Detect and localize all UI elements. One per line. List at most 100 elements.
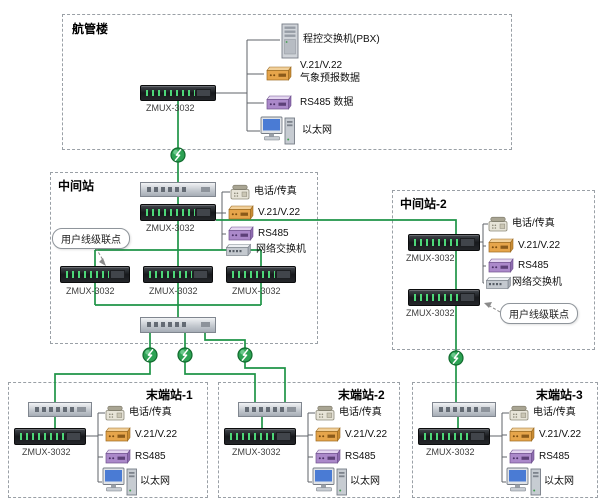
hq-rs485-label: RS485 数据 xyxy=(300,97,354,108)
end2-box xyxy=(218,382,400,498)
end1-switch-device xyxy=(28,402,92,417)
rs485-icon xyxy=(226,226,254,241)
end1-title: 末端站-1 xyxy=(146,388,193,402)
end2-ethernet-label: 以太网 xyxy=(350,476,380,487)
fiber-node-icon xyxy=(177,347,193,363)
computer-icon xyxy=(506,467,542,497)
hq-modem-label2: 气象预报数据 xyxy=(300,73,360,84)
mid1-modem-label: V.21/V.22 xyxy=(258,207,301,218)
end1-ethernet-label: 以太网 xyxy=(140,476,170,487)
end3-zmux-label: ZMUX-3032 xyxy=(426,447,475,457)
hq-box xyxy=(62,14,512,150)
hq-ethernet-label: 以太网 xyxy=(302,125,332,136)
mid2-zmux-top-label: ZMUX-3032 xyxy=(406,253,455,263)
mid1-zmux3-label: ZMUX-3032 xyxy=(232,286,281,296)
end2-rs485-label: RS485 xyxy=(345,451,376,462)
mid1-zmux1-label: ZMUX-3032 xyxy=(66,286,115,296)
phone-icon xyxy=(315,405,335,421)
computer-icon xyxy=(312,467,348,497)
end3-modem-label: V.21/V.22 xyxy=(539,429,582,440)
end2-bracket-wire xyxy=(296,412,315,483)
mid1-cascade-arrowhead xyxy=(99,258,106,266)
end2-modem-label: V.21/V.22 xyxy=(345,429,388,440)
wire-end-internals xyxy=(54,417,459,428)
end1-modem-label: V.21/V.22 xyxy=(135,429,178,440)
rs485-icon xyxy=(313,449,341,464)
end2-zmux-label: ZMUX-3032 xyxy=(232,447,281,457)
cascade-arrows xyxy=(95,247,501,313)
modem-icon xyxy=(103,427,131,442)
peripheral-wires xyxy=(86,39,509,483)
end3-box xyxy=(412,382,598,498)
mid1-switch-device xyxy=(140,182,216,197)
rs485-icon xyxy=(264,95,292,110)
mid2-cascade-note: 用户线级联点 xyxy=(500,303,578,324)
rs485-icon xyxy=(103,449,131,464)
mid2-netswitch-label: 网络交换机 xyxy=(512,277,562,288)
wire-mid1-to-mid2 xyxy=(216,219,457,234)
mid1-cascade-note: 用户线级联点 xyxy=(52,228,130,249)
phone-icon xyxy=(509,405,529,421)
mid2-title: 中间站-2 xyxy=(400,197,447,211)
wire-mid1-lower-bus xyxy=(94,283,262,317)
mid2-cascade-arrow xyxy=(487,304,501,313)
hq-modem-label: V.21/V.22 xyxy=(300,60,343,71)
end2-switch-device xyxy=(238,402,302,417)
mid2-rs485-label: RS485 xyxy=(518,260,549,271)
phone-icon xyxy=(230,184,250,200)
mid1-box xyxy=(50,172,318,344)
wire-mid1-upper-bus xyxy=(94,221,262,266)
mid1-zmux-device xyxy=(140,204,216,221)
mid1-zmux3-device xyxy=(226,266,296,283)
end1-bracket-wire xyxy=(86,412,105,483)
modem-icon xyxy=(486,238,514,253)
mid2-cascade-arrowhead xyxy=(484,302,492,308)
phone-icon xyxy=(488,216,508,232)
end2-zmux-device xyxy=(224,428,296,445)
mid1-phone-label: 电话/传真 xyxy=(254,186,297,197)
mid2-box xyxy=(392,190,595,350)
pbx-icon xyxy=(280,23,300,59)
hq-bracket-wire xyxy=(216,39,280,132)
phone-icon xyxy=(105,405,125,421)
mid2-phone-label: 电话/传真 xyxy=(512,218,555,229)
mid2-zmux-bottom-label: ZMUX-3032 xyxy=(406,308,455,318)
hq-zmux-label: ZMUX-3032 xyxy=(146,103,195,113)
modem-icon xyxy=(507,427,535,442)
hq-title: 航管楼 xyxy=(72,22,109,36)
end3-bracket-wire xyxy=(490,412,509,483)
mid1-switch2-device xyxy=(140,317,216,333)
modem-icon xyxy=(313,427,341,442)
end3-ethernet-label: 以太网 xyxy=(544,476,574,487)
mid2-zmux-top-device xyxy=(408,234,480,251)
end1-zmux-label: ZMUX-3032 xyxy=(22,447,71,457)
end3-zmux-device xyxy=(418,428,490,445)
fiber-node-icon xyxy=(170,147,186,163)
end2-title: 末端站-2 xyxy=(338,388,385,402)
end3-phone-label: 电话/传真 xyxy=(533,407,576,418)
mid2-modem-label: V.21/V.22 xyxy=(518,240,561,251)
hq-zmux-device xyxy=(140,85,216,101)
mid1-zmux2-device xyxy=(143,266,213,283)
mid1-netswitch-label: 网络交换机 xyxy=(256,244,306,255)
modem-icon xyxy=(226,205,254,220)
wire-mid1-to-end1 xyxy=(54,333,151,402)
rs485-icon xyxy=(486,258,514,273)
mid2-bracket-wire xyxy=(480,223,488,284)
end3-switch-device xyxy=(432,402,496,417)
hq-pbx-label: 程控交换机(PBX) xyxy=(303,34,380,45)
end1-phone-label: 电话/传真 xyxy=(129,407,172,418)
end3-rs485-label: RS485 xyxy=(539,451,570,462)
fiber-node-icon xyxy=(237,347,253,363)
end1-box xyxy=(8,382,208,498)
rs485-icon xyxy=(507,449,535,464)
computer-icon xyxy=(102,467,138,497)
mid1-rs485-label: RS485 xyxy=(258,228,289,239)
fiber-node-icon xyxy=(142,347,158,363)
end1-zmux-device xyxy=(14,428,86,445)
mid1-bracket-wire xyxy=(216,191,230,251)
fiber-node-icon xyxy=(448,350,464,366)
mid1-zmux-label: ZMUX-3032 xyxy=(146,223,195,233)
end2-phone-label: 电话/传真 xyxy=(339,407,382,418)
